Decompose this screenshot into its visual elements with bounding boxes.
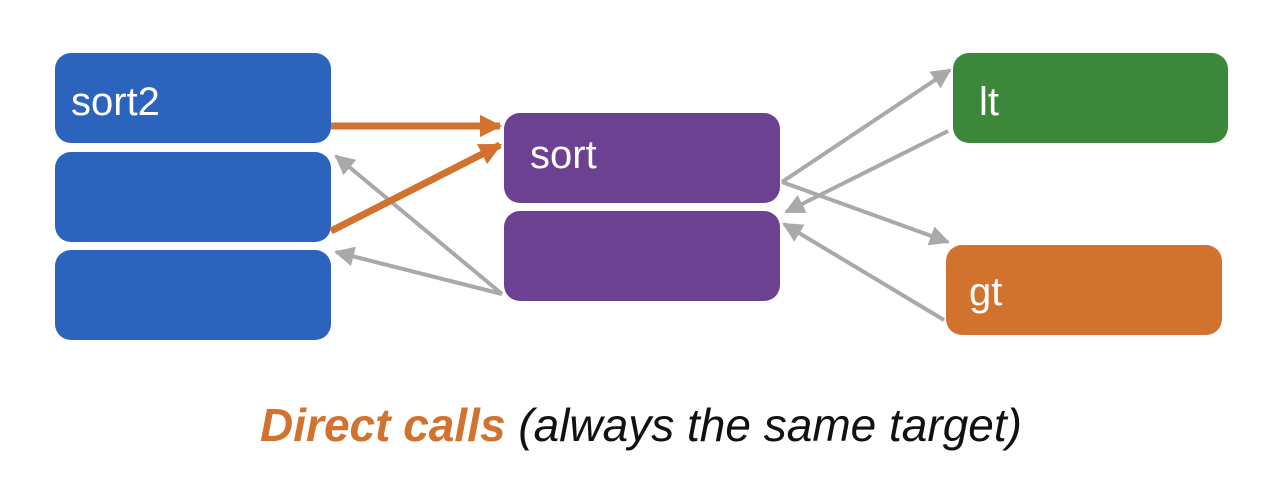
sort2-block-top bbox=[55, 53, 331, 143]
return-arrow-sort-to-sort2-middle bbox=[334, 154, 504, 296]
return-arrow-lt-to-sort bbox=[784, 129, 949, 214]
caption: Direct calls (always the same target) bbox=[0, 398, 1282, 452]
caption-emphasis: Direct calls bbox=[260, 399, 506, 451]
gt-label: gt bbox=[969, 270, 1002, 314]
return-arrow-sort-to-sort2-bottom bbox=[334, 246, 503, 296]
call-arrow-sort-to-lt bbox=[780, 68, 952, 184]
caption-rest: (always the same target) bbox=[505, 399, 1022, 451]
lt-label: lt bbox=[979, 80, 999, 124]
sort-block-top bbox=[504, 113, 780, 203]
sort2-label: sort2 bbox=[71, 80, 160, 124]
sort2-block-middle bbox=[55, 152, 331, 242]
direct-call-arrow-middle bbox=[329, 141, 502, 235]
gt-block bbox=[946, 245, 1222, 335]
sort-label: sort bbox=[530, 133, 597, 177]
call-arrow-sort-to-gt bbox=[781, 180, 950, 246]
sort2-block-bottom bbox=[55, 250, 331, 340]
return-arrow-gt-to-sort bbox=[782, 222, 946, 322]
sort-block-bottom bbox=[504, 211, 780, 301]
lt-block bbox=[953, 53, 1228, 143]
